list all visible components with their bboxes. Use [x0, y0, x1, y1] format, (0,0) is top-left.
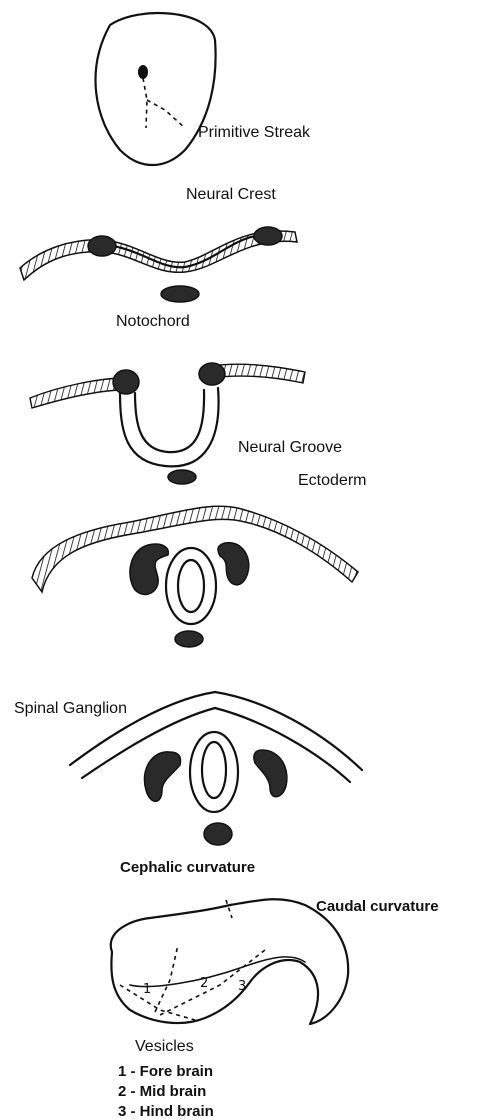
notochord-label: Notochord — [116, 313, 190, 330]
neural-tube-outline — [111, 899, 348, 1024]
primitive-streak-line — [143, 78, 147, 128]
neural-groove-inner — [135, 390, 204, 452]
embryonic-disc-panel: Primitive Streak — [96, 13, 312, 165]
notochord-2 — [168, 470, 196, 484]
neural-groove-panel: Neural Groove — [30, 363, 342, 484]
vesicle-divider-2 — [155, 945, 178, 1012]
neural-crest-right — [254, 227, 282, 245]
ectoderm-label: Ectoderm — [298, 472, 366, 489]
spinal-ganglion-label: Spinal Ganglion — [14, 700, 127, 717]
neural-tube-inner — [178, 560, 204, 612]
body-wall-inner — [82, 708, 350, 782]
brain-legend: 1 - Fore brain 2 - Mid brain 3 - Hind br… — [118, 1063, 214, 1120]
primitive-streak-pointer — [147, 100, 185, 128]
neural-plate-panel: Neural Crest Notochord — [20, 186, 297, 330]
spinal-ganglion-left — [144, 752, 180, 801]
spinal-cord-outer — [190, 732, 238, 812]
brain-vesicles-panel: Cephalic curvature Caudal curvature 1 2 … — [111, 859, 439, 1055]
primitive-streak-label: Primitive Streak — [198, 124, 311, 141]
vesicle-number-1: 1 — [143, 982, 151, 997]
notochord-3 — [175, 631, 203, 647]
vesicle-number-2: 2 — [200, 976, 208, 991]
spinal-ganglion-right — [254, 750, 287, 797]
cephalic-curvature-label: Cephalic curvature — [120, 859, 255, 876]
neural-tube-panel: Ectoderm — [32, 472, 366, 647]
notochord-4 — [204, 823, 232, 845]
vesicle-number-3: 3 — [238, 979, 246, 994]
legend-hind-brain: 3 - Hind brain — [118, 1103, 214, 1120]
cephalic-flexure-marker — [226, 900, 232, 918]
neural-groove-label: Neural Groove — [238, 439, 342, 456]
neural-crest-right-2 — [199, 363, 225, 385]
neural-crest-label: Neural Crest — [186, 186, 276, 203]
vesicles-label: Vesicles — [135, 1038, 194, 1055]
spinal-cord-inner — [202, 742, 226, 798]
caudal-curvature-label: Caudal curvature — [316, 898, 439, 915]
neural-crest-left — [88, 236, 116, 256]
neural-crest-left-2 — [113, 370, 139, 394]
legend-mid-brain: 2 - Mid brain — [118, 1083, 206, 1100]
mesoderm-right — [218, 543, 249, 585]
left-ectoderm-strip — [30, 378, 125, 408]
primitive-node — [138, 65, 148, 79]
legend-fore-brain: 1 - Fore brain — [118, 1063, 213, 1080]
embryonic-disc-outline — [96, 13, 216, 165]
notochord-1 — [161, 286, 199, 302]
spinal-ganglion-panel: Spinal Ganglion — [14, 692, 362, 845]
mesoderm-left — [130, 544, 168, 594]
